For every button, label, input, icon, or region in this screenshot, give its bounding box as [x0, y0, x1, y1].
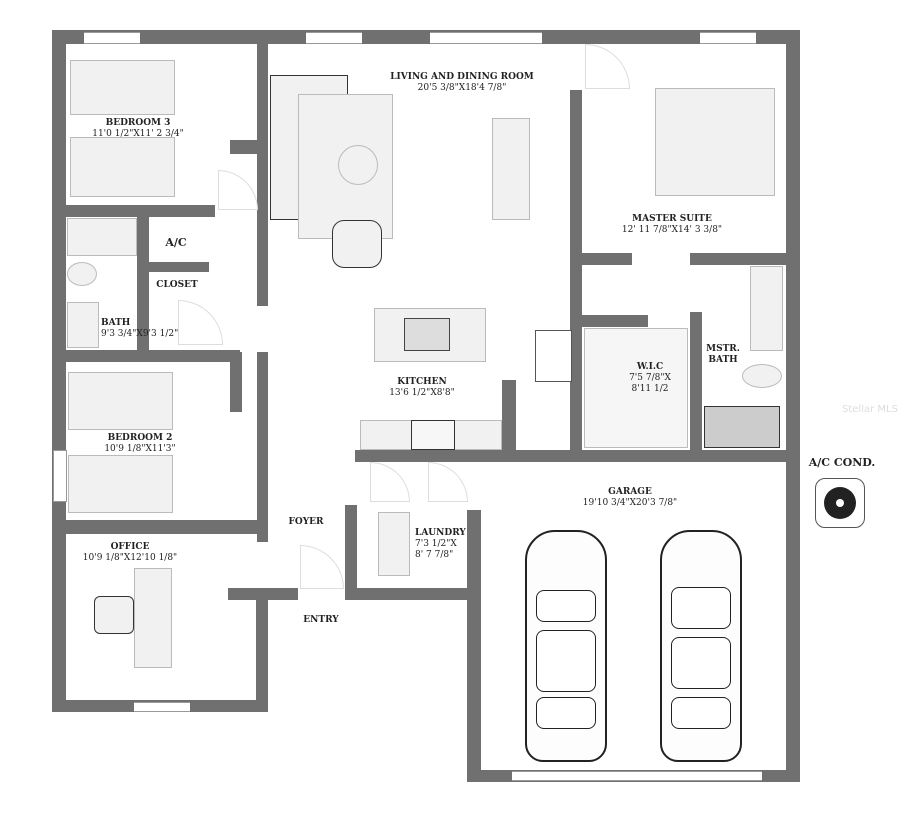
ac-condenser-label: A/C COND. [808, 456, 876, 469]
wall [345, 588, 481, 600]
wall [690, 312, 702, 452]
armchair [332, 220, 382, 268]
bed [68, 455, 173, 513]
wic-shelves [584, 328, 688, 448]
shower [704, 406, 780, 448]
door-swing [218, 170, 258, 210]
car [660, 530, 742, 762]
car [525, 530, 607, 762]
vanity [67, 302, 99, 348]
wall [345, 505, 357, 600]
wall [535, 330, 572, 382]
window [84, 32, 140, 44]
label-closet: CLOSET [156, 280, 198, 290]
washer-dryer [378, 512, 410, 576]
wall-garage-left [467, 588, 481, 782]
window [134, 702, 190, 712]
door-swing [300, 545, 344, 589]
label-mstr-bath: MSTR.BATH [706, 344, 740, 365]
door-swing [428, 462, 468, 502]
wall [137, 217, 149, 350]
fan-icon [815, 478, 865, 528]
wall [582, 315, 648, 327]
bed [70, 60, 175, 115]
dining-table [492, 118, 530, 220]
window [306, 32, 362, 44]
stove [411, 420, 455, 450]
car-rear-window [671, 697, 731, 729]
wall [256, 588, 268, 712]
toilet [742, 364, 782, 388]
car-roof [671, 637, 731, 689]
desk [134, 568, 172, 668]
master-bed [655, 88, 775, 196]
wall [149, 262, 209, 272]
watermark: Stellar MLS [842, 404, 898, 415]
wall [355, 450, 786, 462]
wall [582, 253, 632, 265]
label-entry: ENTRY [303, 615, 339, 625]
car-windshield [536, 590, 596, 622]
wall [52, 205, 215, 217]
window [700, 32, 756, 44]
wall [52, 520, 268, 534]
wall [230, 140, 257, 154]
label-foyer: FOYER [288, 517, 324, 527]
bed [68, 372, 173, 430]
car-windshield [671, 587, 731, 629]
sliding-door [430, 32, 542, 44]
wall [257, 44, 268, 306]
wall [52, 350, 240, 362]
label-ac: A/C [165, 236, 187, 249]
door-swing [178, 300, 223, 345]
wall-top [52, 30, 800, 44]
wall [228, 588, 298, 600]
garage-door [512, 771, 762, 781]
window [53, 450, 67, 502]
wall [570, 90, 582, 450]
office-chair [94, 596, 134, 634]
door-swing [370, 462, 410, 502]
wall [690, 253, 786, 265]
wall [257, 352, 268, 542]
bed [70, 137, 175, 197]
sink [404, 318, 450, 351]
wall-right [786, 30, 800, 782]
vanity [750, 266, 783, 351]
bathtub [67, 218, 137, 256]
car-roof [536, 630, 596, 692]
wall-left [52, 30, 66, 712]
wall [502, 380, 516, 450]
wall [230, 352, 242, 412]
car-rear-window [536, 697, 596, 729]
toilet [67, 262, 97, 286]
coffee-table [338, 145, 378, 185]
wall [467, 510, 481, 600]
door-swing [585, 44, 630, 89]
